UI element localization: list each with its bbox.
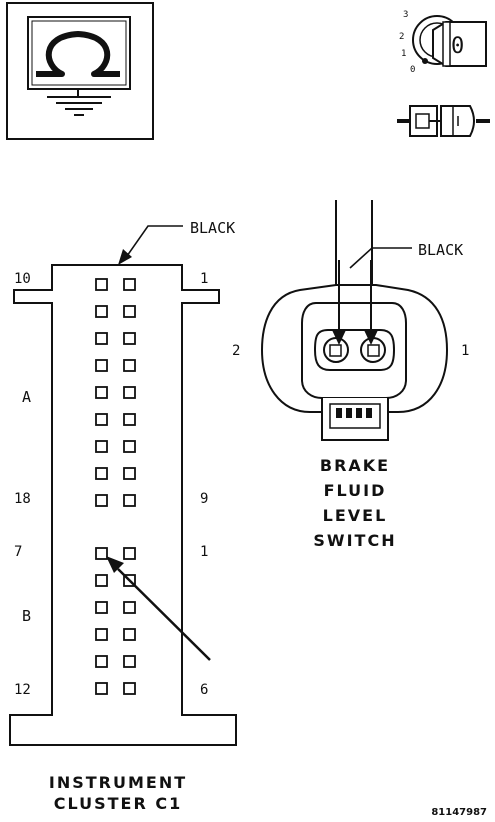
pin-cavity <box>95 547 108 560</box>
probe-arrow <box>106 556 211 661</box>
pin-cavity <box>95 278 108 291</box>
pin-cavity <box>95 601 108 614</box>
pin-label-7: 7 <box>14 544 22 560</box>
black-pointer-switch <box>349 247 412 269</box>
figure-id: 81147987 <box>431 807 487 818</box>
pin-cavity <box>95 628 108 641</box>
pin-cavity <box>123 628 136 641</box>
pin-cavity <box>123 359 136 372</box>
pin-cavity <box>95 494 108 507</box>
cluster-caption-line2: CLUSTER C1 <box>54 794 183 813</box>
ignition-key-icon: 3 2 1 0 0 <box>399 10 487 75</box>
pin-cavity <box>95 359 108 372</box>
instrument-cluster-connector <box>9 264 237 746</box>
switch-color-label: BLACK <box>418 241 463 259</box>
pin-cavity <box>95 655 108 668</box>
pin-cavity <box>95 305 108 318</box>
brake-fluid-level-switch <box>260 200 449 441</box>
pin-cavity <box>123 332 136 345</box>
pin-cavity <box>95 413 108 426</box>
pin-cavity <box>95 386 108 399</box>
key-label: 0 <box>451 34 464 59</box>
switch-caption-line2: FLUID <box>324 481 387 500</box>
pin-cavity <box>123 413 136 426</box>
switch-caption-line1: BRAKE <box>320 456 390 475</box>
pin-cavity <box>123 655 136 668</box>
switch-pin-1-label: 1 <box>461 343 469 359</box>
pin-cavity <box>123 386 136 399</box>
pin-cavity <box>123 601 136 614</box>
switch-caption-line3: LEVEL <box>323 506 388 525</box>
pin-cavity <box>123 682 136 695</box>
pin-cavity <box>95 332 108 345</box>
cluster-color-label: BLACK <box>190 219 235 237</box>
connector-icon <box>397 105 490 137</box>
pin-label-12: 12 <box>14 682 31 698</box>
cavity-grid <box>95 278 136 695</box>
pin-cavity <box>95 467 108 480</box>
ohmmeter-icon <box>6 2 154 140</box>
key-position-2: 2 <box>399 32 404 42</box>
pin-cavity <box>123 467 136 480</box>
pin-label-10: 10 <box>14 271 31 287</box>
pin-cavity <box>95 440 108 453</box>
section-label-a: A <box>22 388 31 406</box>
pin-cavity <box>123 305 136 318</box>
pin-cavity <box>123 494 136 507</box>
key-position-3: 3 <box>403 10 408 20</box>
section-label-b: B <box>22 607 31 625</box>
pin-label-1-top: 1 <box>200 271 208 287</box>
key-position-0: 0 <box>410 65 415 75</box>
pin-cavity <box>95 682 108 695</box>
pin-label-18: 18 <box>14 491 31 507</box>
key-position-1: 1 <box>401 49 406 59</box>
pin-cavity <box>123 278 136 291</box>
pin-cavity <box>123 440 136 453</box>
pin-label-1-b: 1 <box>200 544 208 560</box>
pin-cavity <box>123 547 136 560</box>
switch-caption-line4: SWITCH <box>313 531 396 550</box>
switch-pin-2-label: 2 <box>232 343 240 359</box>
black-pointer-cluster <box>118 225 183 265</box>
pin-cavity <box>95 574 108 587</box>
cluster-caption-line1: INSTRUMENT <box>49 773 187 792</box>
pin-label-9: 9 <box>200 491 208 507</box>
pin-label-6: 6 <box>200 682 208 698</box>
